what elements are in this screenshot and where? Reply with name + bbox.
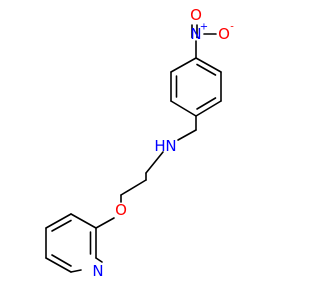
bond-ring-1-2 (195, 57, 222, 73)
bond-ring-inner-b (196, 97, 217, 110)
bond-pyr-6-7 (45, 213, 72, 229)
atom-n-pyridine: N (92, 262, 103, 280)
bond-ring-inner-a (196, 63, 217, 76)
atom-h-amine: H (154, 137, 165, 155)
bonds (45, 24, 222, 273)
bond-pyr-7-1 (70, 213, 97, 229)
atom-labels: O N + O - H N O N (92, 6, 234, 280)
bond-ring-4-5 (170, 100, 197, 117)
bond-ch2-nh (177, 129, 197, 141)
bond-pyr-2-n (95, 257, 103, 263)
atom-n-nitro: N (190, 25, 201, 43)
bond-ring-6-1 (170, 57, 197, 73)
bond-o-pyr (95, 217, 115, 229)
bond-nh-ch2a (145, 151, 164, 174)
bond-pyr-n-4 (70, 269, 82, 273)
atom-o-ether: O (115, 201, 127, 219)
atom-o-nitro-top: O (190, 6, 202, 24)
charge-o-nitro-right: - (230, 22, 234, 33)
bond-pyr-inner-c (51, 219, 72, 232)
bond-pyr-4-5 (45, 257, 72, 273)
molecule-structure: O N + O - H N O N (45, 6, 234, 280)
charge-n-nitro: + (200, 22, 208, 33)
bond-ch2b-o (120, 179, 147, 196)
bond-pyr-inner-b (51, 254, 72, 267)
atom-n-amine: N (165, 137, 176, 155)
bond-ring-3-4 (195, 100, 222, 117)
atom-o-nitro-right: O (218, 25, 230, 43)
